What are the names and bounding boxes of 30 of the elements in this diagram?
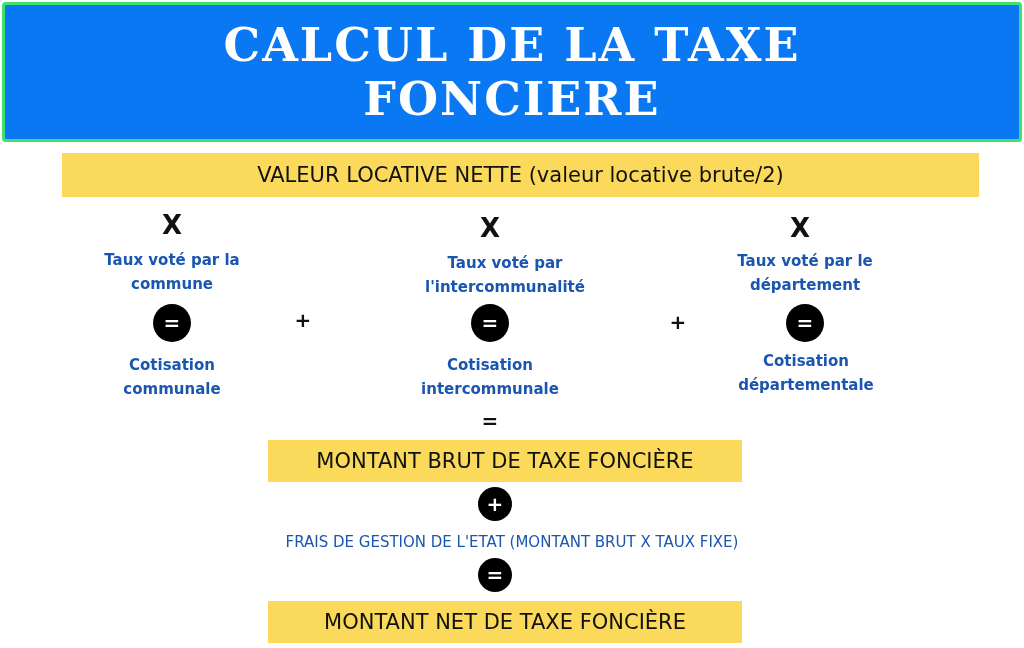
operator-circle (786, 304, 824, 342)
formula-band (268, 601, 742, 643)
operator-circle (478, 558, 512, 592)
band-text: MONTANT NET DE TAXE FONCIÈRE (324, 610, 686, 634)
multiply-sign: X (790, 213, 810, 243)
formula-term: Cotisation communale (122, 355, 222, 400)
formula-band (62, 153, 979, 197)
band-text: MONTANT BRUT DE TAXE FONCIÈRE (316, 449, 694, 473)
multiply-sign: X (480, 213, 500, 243)
operator-sign: = (481, 409, 499, 433)
formula-term: Taux voté par l'intercommunalité (424, 253, 586, 298)
operator-sign: + (669, 310, 687, 334)
formula-term: Cotisation départementale (737, 351, 875, 396)
operator-sign: = (163, 313, 181, 333)
formula-term: Taux voté par le département (736, 251, 874, 296)
formula-term: Cotisation intercommunale (420, 355, 560, 400)
operator-circle (478, 487, 512, 521)
operator-sign: = (486, 565, 504, 585)
formula-term: Taux voté par la commune (103, 250, 241, 295)
operator-sign: = (481, 313, 499, 333)
band-text: VALEUR LOCATIVE NETTE (valeur locative brute/2) (257, 163, 784, 187)
operator-circle (471, 304, 509, 342)
multiply-sign: X (162, 210, 182, 240)
fee-note: FRAIS DE GESTION DE L'ETAT (MONTANT BRUT X TAUX FIXE) (285, 533, 739, 551)
title: CALCUL DE LA TAXE FONCIERE (222, 18, 802, 126)
formula-band (268, 440, 742, 482)
operator-sign: = (796, 313, 814, 333)
operator-sign: + (294, 308, 312, 332)
operator-sign: + (486, 494, 504, 514)
operator-circle (153, 304, 191, 342)
